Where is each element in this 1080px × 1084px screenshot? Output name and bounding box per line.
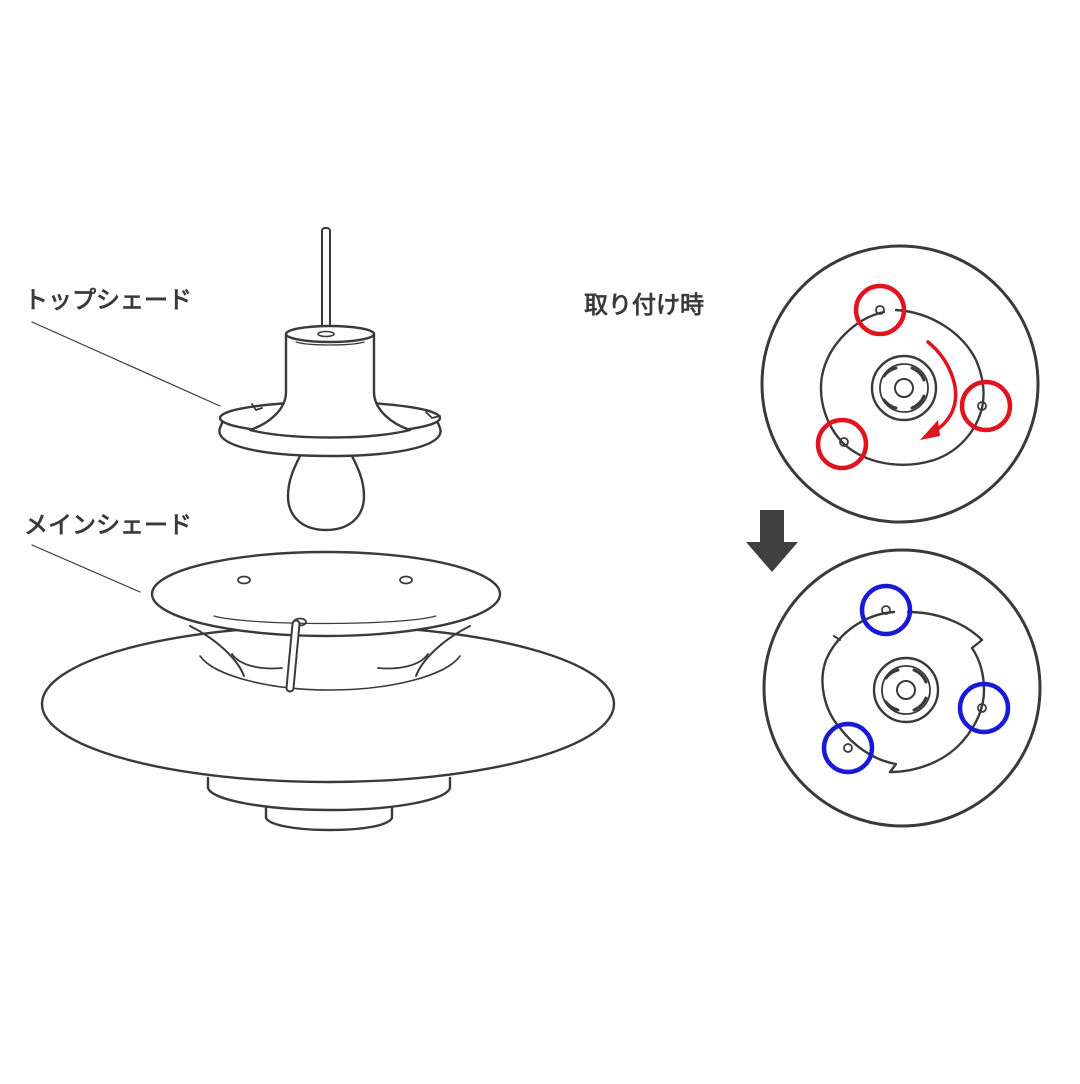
upper-disc-screw-1 [237, 575, 251, 585]
after-plate-notch [833, 635, 841, 641]
top-shade-notch-right [425, 411, 441, 419]
socket-cylinder [248, 332, 412, 439]
main-shade-neck [189, 625, 471, 677]
socket-cylinder-top [284, 324, 376, 344]
main-shade-upper-disc-inner-line [213, 615, 437, 625]
before-plate-outline [819, 308, 985, 466]
after-attachment-view [762, 548, 1042, 828]
before-marker-circle-2 [959, 379, 1013, 433]
attach-time-label: 取り付け時 [584, 291, 704, 319]
after-marker-circle-1 [859, 583, 913, 637]
before-marker-circle-3 [815, 417, 869, 471]
before-attachment-view [760, 244, 1040, 524]
before-fixing-point-1 [875, 305, 885, 315]
after-socket [872, 656, 940, 724]
main-shade-upper-disc [150, 550, 502, 638]
upper-disc-screw-2 [399, 575, 413, 585]
after-fixing-point-1 [881, 605, 891, 615]
suspension-rod [321, 227, 331, 333]
top-shade [218, 227, 442, 532]
before-socket [870, 354, 938, 422]
top-shade-notch-left [251, 403, 263, 411]
socket-rim-detail [295, 341, 365, 346]
after-marker-circle-3 [821, 721, 875, 775]
rotation-arrowhead-icon [920, 420, 940, 440]
main-shade-label: メインシェード [24, 511, 192, 539]
after-marker-circle-2 [957, 681, 1011, 735]
after-fixing-point-2 [977, 703, 987, 713]
after-plate-outline [821, 610, 986, 774]
main-shade-bottom-ring [206, 776, 452, 812]
main-shade-inner-well [199, 655, 461, 691]
main-shade-inner-opening-left [231, 653, 283, 670]
top-shade-label: トップシェード [24, 286, 192, 314]
top-shade-leader-line [31, 321, 221, 407]
power-cord-core [287, 621, 299, 691]
before-outer-circle [760, 244, 1040, 524]
before-fixing-point-3 [839, 437, 849, 447]
after-outer-circle [762, 548, 1042, 828]
main-shade-leader-line [31, 544, 141, 593]
main-shade [40, 550, 616, 832]
main-shade-outer [40, 624, 616, 784]
light-bulb [286, 446, 366, 532]
socket-rod-base [317, 330, 335, 338]
after-fixing-point-3 [843, 743, 853, 753]
main-shade-inner-opening-right [377, 653, 429, 670]
down-arrow-icon [746, 510, 798, 572]
before-fixing-point-2 [977, 401, 987, 411]
main-shade-bottom-cap [264, 806, 394, 832]
before-marker-circle-1 [853, 283, 907, 337]
